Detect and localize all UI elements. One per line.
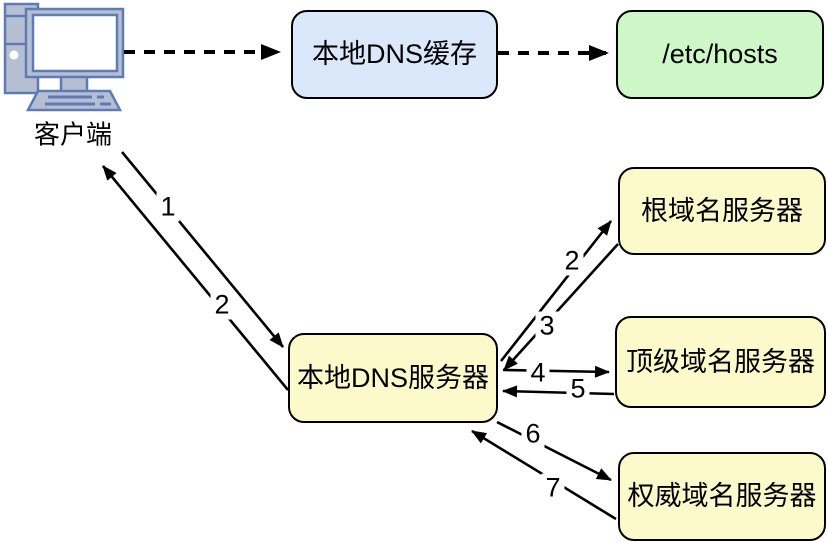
step-label-2-response: 2 [210,290,234,320]
node-tld-dns-server: 顶级域名服务器 [615,316,826,408]
node-root-dns-server: 根域名服务器 [618,167,826,255]
desktop-computer-icon [3,2,125,112]
edge-3-root-to-localdns [503,243,619,371]
edge-1-client-to-localdns [120,151,285,348]
node-local-dns-server: 本地DNS服务器 [288,333,498,423]
edge-2-localdns-to-client [101,165,290,391]
step-label-2-root-query: 2 [560,246,584,276]
step-label-1: 1 [156,192,180,222]
node-authoritative-dns-server: 权威域名服务器 [618,452,826,541]
step-label-5: 5 [566,374,590,404]
edge-4-localdns-to-tld [502,365,610,378]
client-label: 客户端 [33,119,113,150]
edge-5-tld-to-localdns [502,385,615,398]
step-label-7: 7 [541,473,565,503]
step-label-4: 4 [526,358,550,388]
node-etc-hosts: /etc/hosts [616,10,824,99]
edge-2-localdns-to-root [499,220,613,362]
step-label-3: 3 [535,311,559,341]
node-local-dns-cache: 本地DNS缓存 [291,10,498,99]
edge-6-localdns-to-auth [496,420,612,482]
step-label-6: 6 [521,419,545,449]
